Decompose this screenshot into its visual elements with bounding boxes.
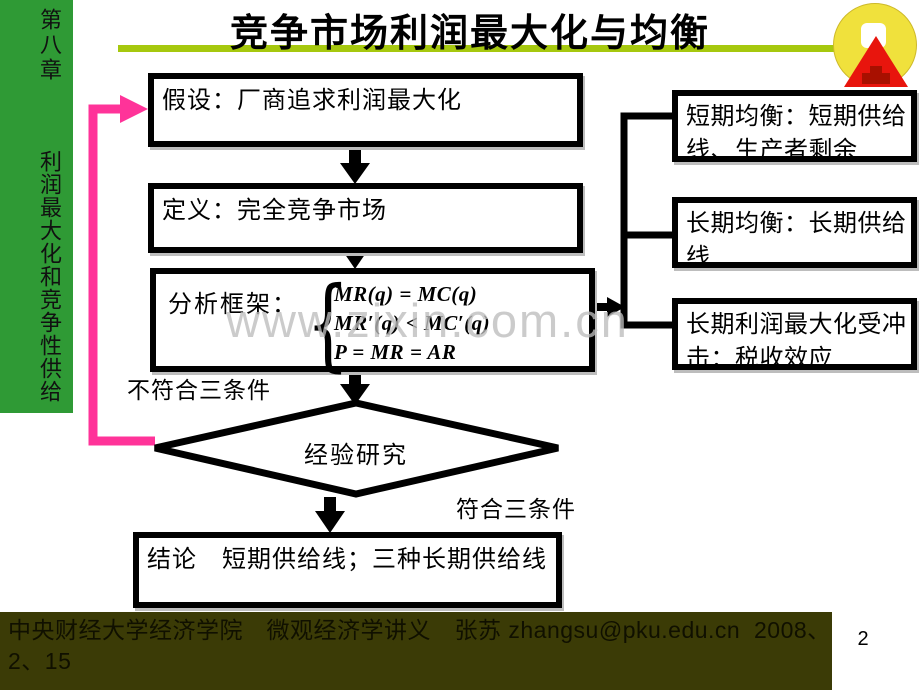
- framework-equations: MR(q) = MC(q) MR′(q) < MC′(q) P = MR = A…: [334, 280, 490, 367]
- label-not-meet-conditions: 不符合三条件: [127, 377, 271, 403]
- equation-1: MR(q) = MC(q): [334, 282, 478, 306]
- box-tax-shock: 长期利润最大化受冲击：税收效应: [672, 298, 917, 372]
- box-short-run-text: 短期均衡：短期供给线、生产者剩余: [686, 103, 907, 164]
- arrow-down-4-icon: [315, 497, 345, 533]
- decision-diamond: [154, 399, 559, 498]
- box-hypothesis-text: 假设：厂商追求利润最大化: [162, 87, 462, 114]
- feedback-arrowhead-icon: [120, 95, 148, 123]
- feedback-line: [88, 104, 155, 446]
- chapter-title: 利润最大化和竞争性供给: [37, 150, 62, 403]
- box-definition: 定义：完全竞争市场: [148, 183, 583, 253]
- box-short-run-equilibrium: 短期均衡：短期供给线、生产者剩余: [672, 90, 917, 164]
- slide-title: 竞争市场利润最大化与均衡: [229, 13, 710, 55]
- box-long-run-equilibrium: 长期均衡：长期供给线: [672, 197, 917, 271]
- equation-3: P = MR = AR: [334, 340, 457, 364]
- box-framework: 分析框架： { MR(q) = MC(q) MR′(q) < MC′(q) P …: [150, 266, 595, 382]
- box-definition-text: 定义：完全竞争市场: [162, 197, 387, 224]
- box-conclusion-text: 结论 短期供给线；三种长期供给线: [147, 546, 547, 573]
- bracket-connector: [620, 112, 672, 329]
- logo-gate-top: [870, 66, 882, 74]
- label-meet-conditions: 符合三条件: [456, 496, 576, 522]
- logo-gate-silhouette: [862, 73, 890, 84]
- box-long-run-text: 长期均衡：长期供给线: [686, 210, 907, 271]
- arrow-right-icon: [595, 297, 625, 317]
- footer-text: 中央财经大学经济学院 微观经济学讲义 张苏 zhangsu@pku.edu.cn…: [8, 617, 831, 674]
- watermark: www.zixin.com.cn: [226, 294, 629, 347]
- box-tax-shock-text: 长期利润最大化受冲击：税收效应: [686, 311, 907, 372]
- box-conclusion: 结论 短期供给线；三种长期供给线: [133, 532, 562, 608]
- title-underline: [118, 45, 840, 52]
- university-logo-icon: [833, 1, 920, 91]
- box-hypothesis: 假设：厂商追求利润最大化: [148, 73, 583, 147]
- arrow-down-3-icon: [340, 372, 370, 405]
- diamond-label: 经验研究: [304, 442, 408, 469]
- framework-label: 分析框架：: [168, 291, 298, 318]
- footer-bar: 中央财经大学经济学院 微观经济学讲义 张苏 zhangsu@pku.edu.cn…: [0, 612, 832, 690]
- arrow-down-1-icon: [340, 147, 370, 184]
- chapter-number: 第八章: [37, 8, 62, 83]
- chapter-sidebar: 第八章 利润最大化和竞争性供给: [0, 0, 73, 413]
- equation-2: MR′(q) < MC′(q): [334, 311, 491, 335]
- page-number: 2: [857, 628, 869, 650]
- framework-brace: {: [306, 266, 350, 383]
